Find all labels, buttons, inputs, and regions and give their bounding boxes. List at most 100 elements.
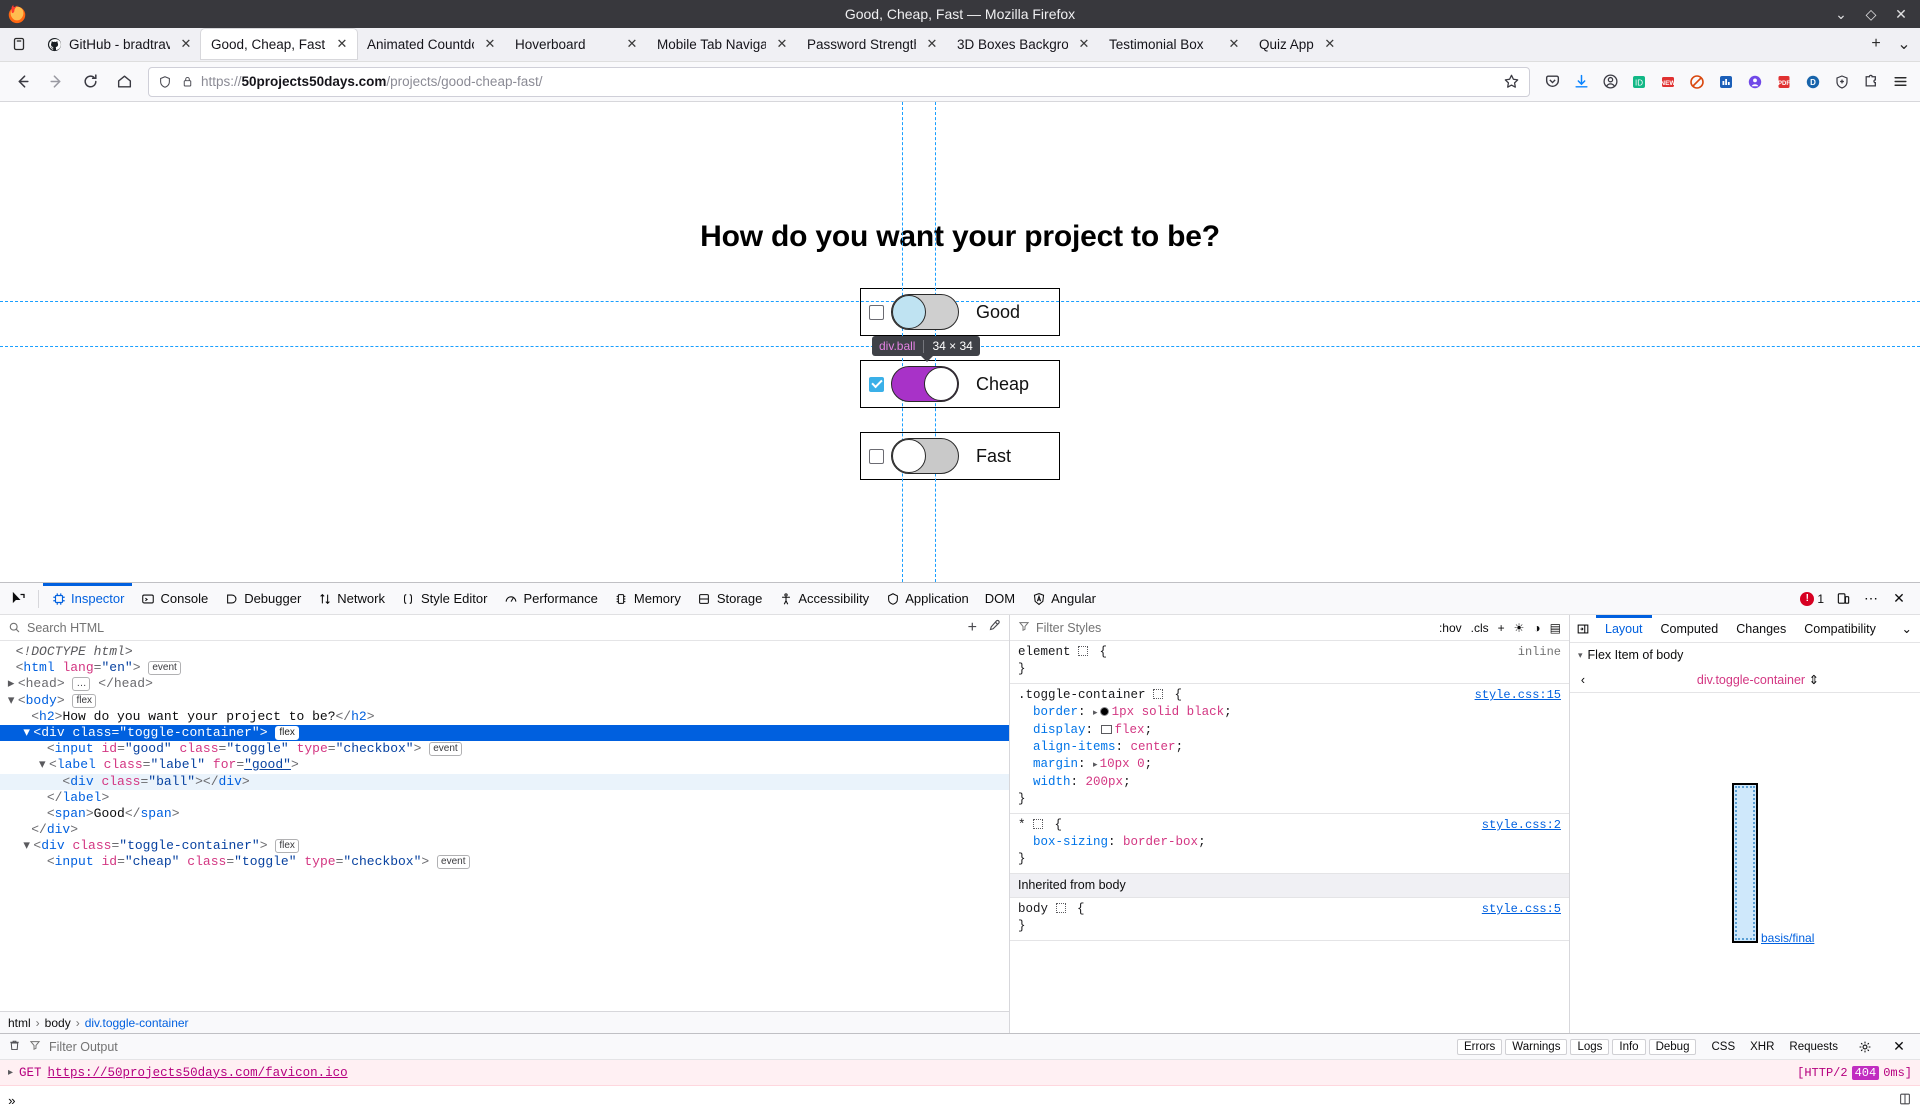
dom-ellipsis[interactable]: … xyxy=(72,677,91,692)
dom-twisty-icon[interactable] xyxy=(39,757,49,773)
css-declaration[interactable]: box-sizing: border-box; xyxy=(1033,835,1206,849)
toggle-checkbox[interactable] xyxy=(869,376,884,392)
pocket-icon[interactable] xyxy=(1538,67,1566,97)
extension-blue-icon[interactable] xyxy=(1712,67,1740,97)
layout-pane-tab-layout[interactable]: Layout xyxy=(1596,615,1652,642)
account-icon[interactable] xyxy=(1596,67,1624,97)
url-text[interactable]: https://50projects50days.com/projects/go… xyxy=(201,74,1497,89)
dom-node[interactable]: <html lang="en"> event xyxy=(0,660,1009,676)
extension-d-icon[interactable]: D xyxy=(1799,67,1827,97)
dom-twisty-icon[interactable] xyxy=(8,676,18,692)
toggle-checkbox[interactable] xyxy=(869,448,884,464)
contrast-icon[interactable]: ◑ xyxy=(1533,620,1541,635)
css-rule[interactable]: style.css:2* { box-sizing: border-box;} xyxy=(1010,814,1569,874)
breadcrumb-item[interactable]: body xyxy=(44,1015,71,1030)
css-selector[interactable]: * { xyxy=(1018,818,1063,832)
tab-close-icon[interactable]: ✕ xyxy=(1078,36,1090,51)
console-row-twisty-icon[interactable]: ▸ xyxy=(8,1067,14,1079)
devtools-meatball-menu-icon[interactable]: ⋯ xyxy=(1864,590,1878,606)
console-editor-mode-icon[interactable] xyxy=(1898,1092,1912,1110)
extensions-puzzle-icon[interactable] xyxy=(1857,67,1885,97)
selector-highlight-icon[interactable] xyxy=(1153,689,1164,699)
css-declaration[interactable]: display: flex; xyxy=(1033,723,1153,737)
toggle-switch[interactable] xyxy=(891,294,959,330)
browser-tab-3[interactable]: Hoverboard✕ xyxy=(505,29,647,59)
tab-close-icon[interactable]: ✕ xyxy=(1228,36,1240,51)
toggle-checkbox[interactable] xyxy=(869,304,884,320)
toggle-container-cheap[interactable]: Cheap xyxy=(860,360,1060,408)
extension-new-icon[interactable]: NEW xyxy=(1654,67,1682,97)
lock-icon[interactable] xyxy=(179,74,195,90)
toggle-ball[interactable] xyxy=(892,439,926,473)
dom-badge[interactable]: flex xyxy=(72,693,97,708)
app-menu-icon[interactable] xyxy=(1886,67,1914,97)
eyedropper-icon[interactable] xyxy=(987,619,1001,636)
forward-button[interactable] xyxy=(40,66,72,98)
console-settings-icon[interactable] xyxy=(1852,1034,1878,1060)
browser-tab-1[interactable]: Good, Cheap, Fast✕ xyxy=(201,29,357,59)
pseudo-class-toggle[interactable]: :hov xyxy=(1438,620,1462,635)
devtools-tab-application[interactable]: Application xyxy=(877,583,977,614)
devtools-close-icon[interactable]: ✕ xyxy=(1893,590,1905,606)
console-filter-errors[interactable]: Errors xyxy=(1456,1038,1503,1055)
dom-node[interactable]: <head> … </head> xyxy=(0,676,1009,692)
tab-list-icon[interactable] xyxy=(2,29,36,59)
browser-tab-6[interactable]: 3D Boxes Background✕ xyxy=(947,29,1099,59)
layout-pane-tab-computed[interactable]: Computed xyxy=(1660,621,1719,636)
tab-close-icon[interactable]: ✕ xyxy=(180,36,192,51)
toggle-switch[interactable] xyxy=(891,366,959,402)
console-filter-logs[interactable]: Logs xyxy=(1570,1038,1610,1055)
devtools-tab-accessibility[interactable]: Accessibility xyxy=(770,583,877,614)
dom-badge[interactable]: flex xyxy=(275,839,299,854)
css-rule-source[interactable]: style.css:2 xyxy=(1481,818,1561,832)
css-selector[interactable]: element { xyxy=(1018,645,1108,659)
browser-tab-7[interactable]: Testimonial Box✕ xyxy=(1099,29,1249,59)
dom-node[interactable]: <!DOCTYPE html> xyxy=(15,644,133,659)
adblock-icon[interactable] xyxy=(1683,67,1711,97)
selector-highlight-icon[interactable] xyxy=(1033,819,1044,829)
devtools-tab-network[interactable]: Network xyxy=(309,583,393,614)
new-tab-button[interactable]: + xyxy=(1871,35,1881,52)
layout-pane-tab-changes[interactable]: Changes xyxy=(1736,621,1787,636)
error-count-badge[interactable]: ! 1 xyxy=(1800,591,1828,606)
tab-close-icon[interactable]: ✕ xyxy=(484,36,496,51)
dom-badge[interactable]: event xyxy=(429,742,462,757)
selector-highlight-icon[interactable] xyxy=(1055,903,1066,913)
browser-tab-4[interactable]: Mobile Tab Navigation✕ xyxy=(647,29,797,59)
breadcrumb-item[interactable]: html xyxy=(8,1015,31,1030)
devtools-tab-memory[interactable]: Memory xyxy=(606,583,689,614)
dom-badge[interactable]: flex xyxy=(275,725,299,740)
toggle-ball[interactable] xyxy=(892,295,926,329)
bookmark-star-icon[interactable] xyxy=(1503,73,1521,91)
toggle-switch[interactable] xyxy=(891,438,959,474)
console-filter-warnings[interactable]: Warnings xyxy=(1505,1038,1568,1055)
class-toggle[interactable]: .cls xyxy=(1470,620,1489,635)
layout-more-icon[interactable]: ⌄ xyxy=(1901,622,1912,636)
css-rule-source[interactable]: style.css:5 xyxy=(1481,902,1561,916)
dom-node[interactable]: <span>Good</span> xyxy=(46,805,180,821)
color-swatch[interactable] xyxy=(1099,707,1109,716)
console-filter-info[interactable]: Info xyxy=(1612,1038,1646,1055)
dom-node[interactable]: <label class="label" for="good"> xyxy=(0,757,1009,773)
address-bar[interactable]: https://50projects50days.com/projects/go… xyxy=(148,66,1530,97)
shield-plus-icon[interactable] xyxy=(1828,67,1856,97)
dom-node[interactable]: <body> flex xyxy=(0,693,1009,709)
devtools-tab-dom[interactable]: DOM xyxy=(977,583,1023,614)
home-button[interactable] xyxy=(108,66,140,98)
devtools-tab-storage[interactable]: Storage xyxy=(689,583,771,614)
css-rule[interactable]: style.css:15.toggle-container { border: … xyxy=(1010,684,1569,814)
browser-tab-0[interactable]: GitHub - bradtraversy/✕ xyxy=(36,29,201,59)
devtools-tab-style-editor[interactable]: Style Editor xyxy=(393,583,495,614)
css-selector[interactable]: .toggle-container { xyxy=(1018,688,1183,702)
selector-highlight-icon[interactable] xyxy=(1078,646,1089,656)
downloads-icon[interactable] xyxy=(1567,67,1595,97)
console-prompt-row[interactable]: » xyxy=(0,1086,1920,1116)
devtools-tab-inspector[interactable]: Inspector xyxy=(43,583,132,614)
filter-styles-input[interactable]: Filter Styles xyxy=(1036,620,1102,635)
css-declaration[interactable]: align-items: center; xyxy=(1033,740,1184,754)
console-row-url[interactable]: https://50projects50days.com/favicon.ico xyxy=(47,1065,348,1080)
flex-badge-icon[interactable] xyxy=(1100,725,1112,734)
clear-console-icon[interactable] xyxy=(8,1039,21,1055)
breadcrumb-item[interactable]: div.toggle-container xyxy=(84,1015,189,1030)
